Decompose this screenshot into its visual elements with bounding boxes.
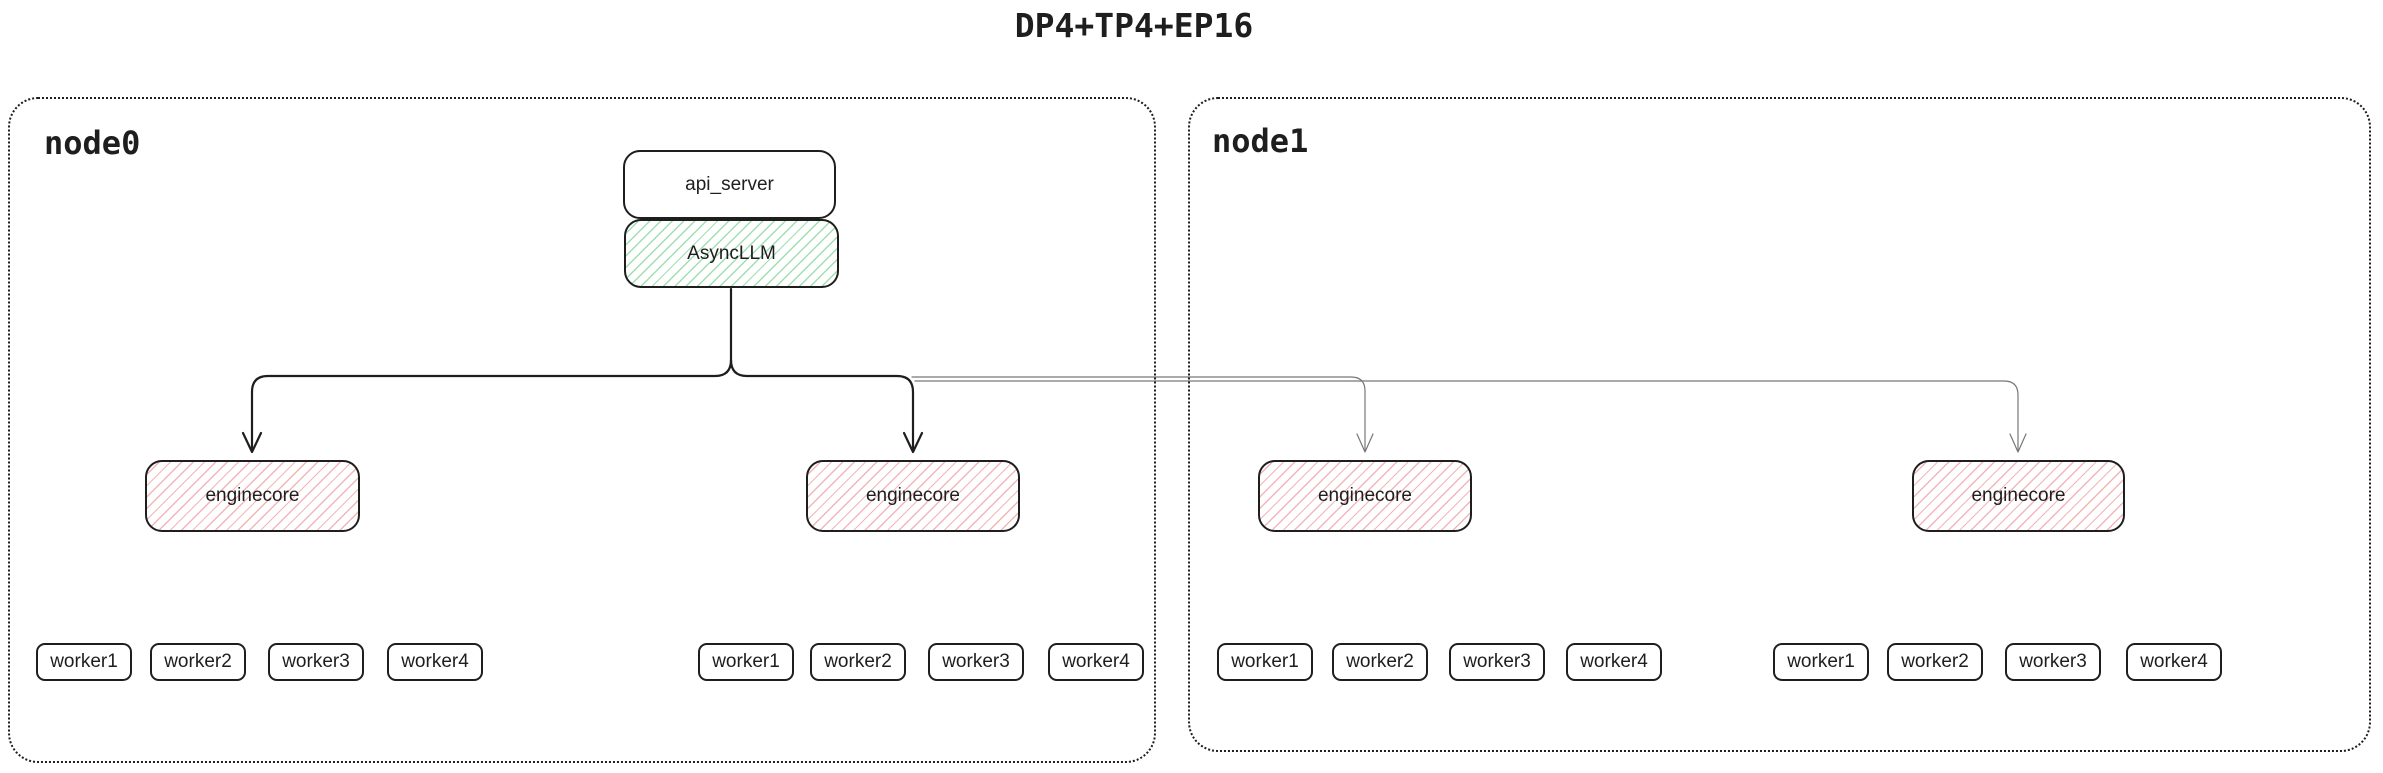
worker-label: worker2 xyxy=(824,651,892,672)
worker-box: worker3 xyxy=(268,643,364,681)
worker-label: worker3 xyxy=(2019,651,2087,672)
worker-box: worker2 xyxy=(810,643,906,681)
enginecore-label: enginecore xyxy=(1971,485,2066,506)
worker-box: worker1 xyxy=(1773,643,1869,681)
worker-label: worker3 xyxy=(282,651,350,672)
diagram-title: DP4+TP4+EP16 xyxy=(1014,6,1254,45)
worker-box: worker3 xyxy=(2005,643,2101,681)
asyncllm-label: AsyncLLM xyxy=(687,242,776,264)
asyncllm-box: AsyncLLM xyxy=(624,219,839,288)
worker-box: worker2 xyxy=(150,643,246,681)
worker-box: worker4 xyxy=(1566,643,1662,681)
worker-box: worker4 xyxy=(1048,643,1144,681)
worker-label: worker3 xyxy=(942,651,1010,672)
worker-box: worker4 xyxy=(387,643,483,681)
enginecore-label: enginecore xyxy=(1317,485,1413,506)
api-server-box: api_server xyxy=(623,150,836,219)
worker-box: worker3 xyxy=(1449,643,1545,681)
worker-box: worker2 xyxy=(1887,643,1983,681)
worker-label: worker4 xyxy=(1062,651,1130,672)
worker-label: worker2 xyxy=(1346,651,1414,672)
worker-label: worker1 xyxy=(50,651,118,672)
worker-label: worker1 xyxy=(1787,651,1855,672)
enginecore-box-4: enginecore xyxy=(1912,460,2125,532)
enginecore-box-1: enginecore xyxy=(145,460,360,532)
worker-box: worker3 xyxy=(928,643,1024,681)
enginecore-label: enginecore xyxy=(205,485,300,506)
worker-label: worker3 xyxy=(1463,651,1531,672)
worker-label: worker4 xyxy=(1580,651,1648,672)
worker-box: worker1 xyxy=(1217,643,1313,681)
worker-label: worker4 xyxy=(401,651,469,672)
enginecore-label: enginecore xyxy=(865,485,961,506)
worker-label: worker1 xyxy=(712,651,780,672)
worker-box: worker1 xyxy=(36,643,132,681)
node1-label: node1 xyxy=(1212,122,1309,160)
worker-label: worker4 xyxy=(2140,651,2208,672)
api-server-label: api_server xyxy=(685,173,774,195)
worker-box: worker1 xyxy=(698,643,794,681)
worker-box: worker4 xyxy=(2126,643,2222,681)
worker-box: worker2 xyxy=(1332,643,1428,681)
enginecore-box-2: enginecore xyxy=(806,460,1020,532)
worker-label: worker2 xyxy=(164,651,232,672)
worker-label: worker2 xyxy=(1901,651,1969,672)
worker-label: worker1 xyxy=(1231,651,1299,672)
enginecore-box-3: enginecore xyxy=(1258,460,1472,532)
node0-label: node0 xyxy=(44,124,141,162)
